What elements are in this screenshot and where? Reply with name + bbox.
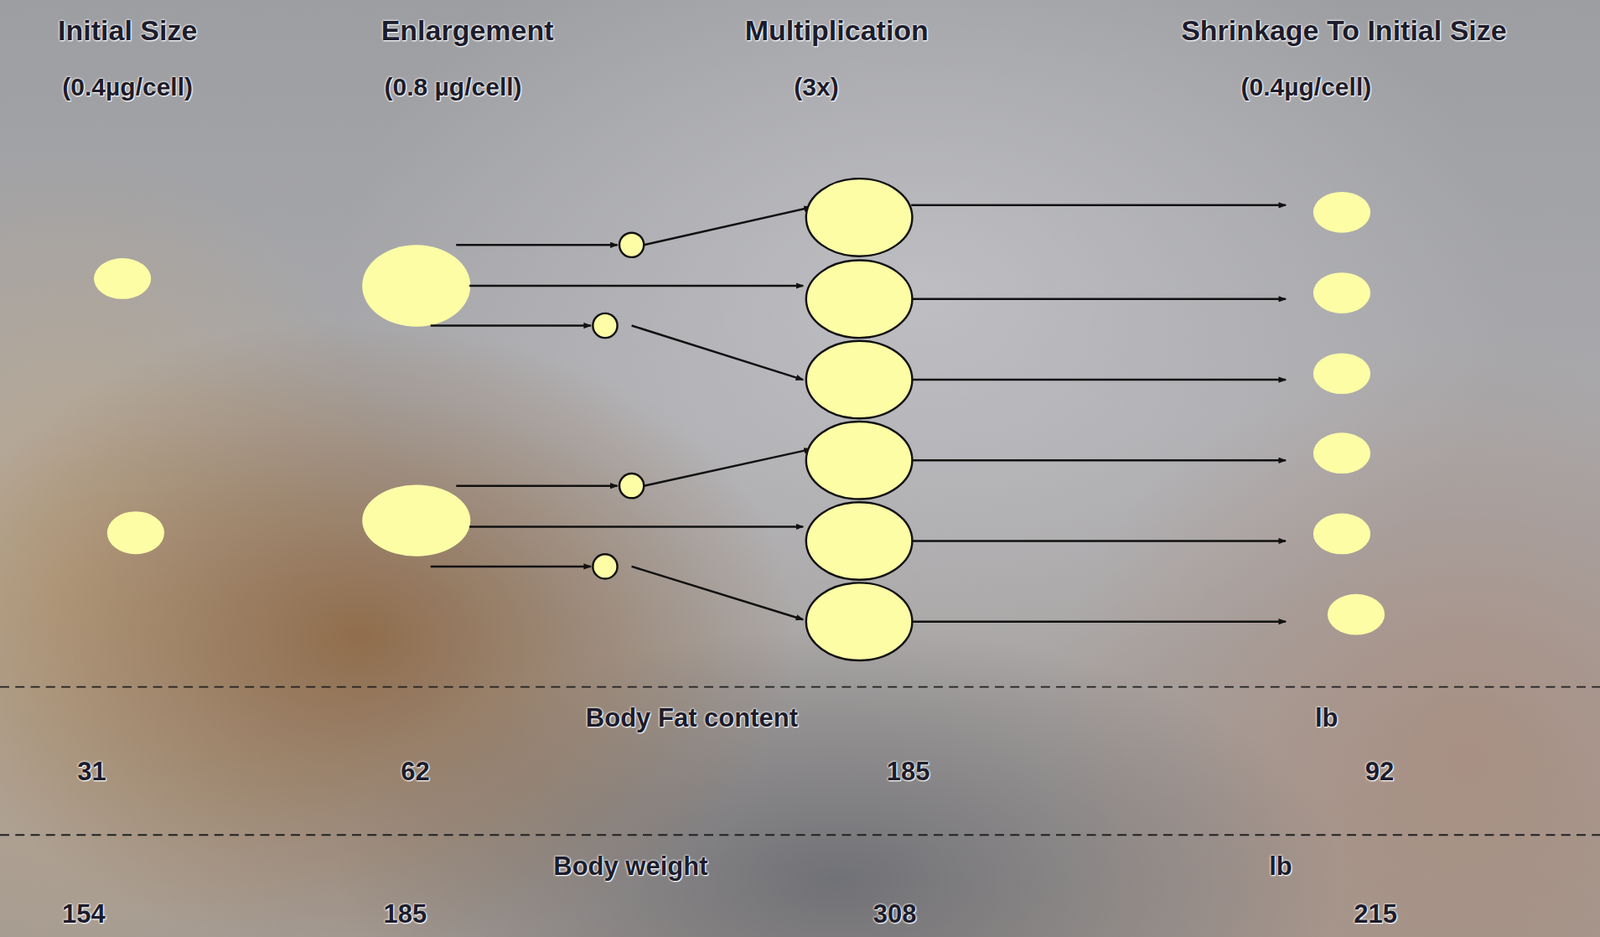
value-cell: 62 bbox=[400, 757, 430, 787]
column-subheading: (0.4µg/cell) bbox=[1241, 72, 1373, 101]
value-cell: 308 bbox=[873, 900, 917, 929]
row-heading: Body Fat content bbox=[585, 704, 798, 733]
column-heading: Multiplication bbox=[745, 15, 929, 47]
value-cell: 215 bbox=[1353, 900, 1398, 929]
unit-label: lb bbox=[1268, 852, 1293, 881]
column-subheading: (0.8 µg/cell) bbox=[384, 72, 523, 101]
column-heading: Shrinkage To Initial Size bbox=[1180, 15, 1507, 47]
column-heading: Initial Size bbox=[57, 15, 197, 47]
value-cell: 92 bbox=[1365, 757, 1394, 787]
row-heading: Body weight bbox=[553, 852, 708, 881]
value-cell: 31 bbox=[77, 757, 106, 787]
value-cell: 185 bbox=[886, 757, 931, 787]
column-subheading: (3x) bbox=[793, 72, 839, 101]
value-cell: 185 bbox=[383, 900, 427, 929]
value-cell: 154 bbox=[62, 900, 106, 929]
unit-label: lb bbox=[1315, 704, 1339, 733]
column-subheading: (0.4µg/cell) bbox=[62, 72, 193, 101]
column-heading: Enlargement bbox=[381, 15, 555, 47]
